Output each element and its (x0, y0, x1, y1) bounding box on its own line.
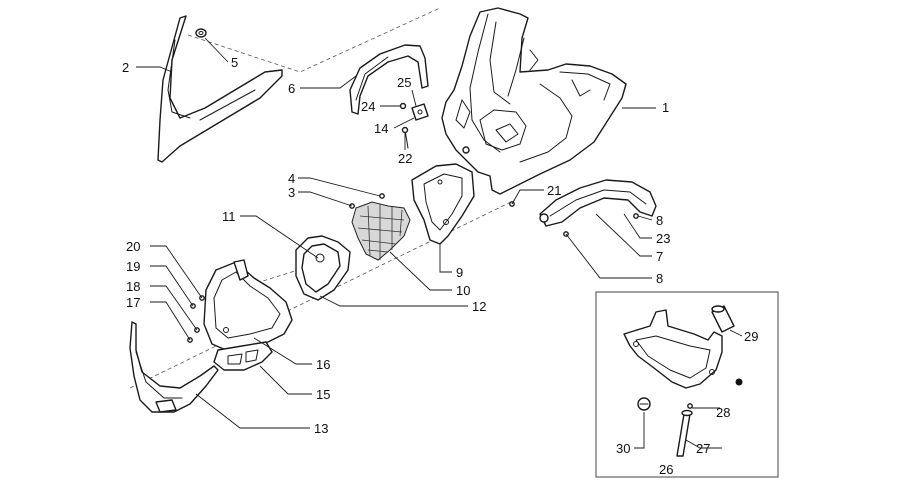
leader-lines (136, 37, 743, 449)
label-11: 11 (222, 209, 236, 224)
label-15: 15 (316, 387, 330, 402)
label-29: 29 (744, 329, 758, 344)
part-25-bracket (411, 103, 429, 121)
label-9: 9 (456, 265, 463, 280)
label-5: 5 (231, 55, 238, 70)
label-19: 19 (126, 259, 140, 274)
part-5-grommet (195, 28, 207, 38)
label-20: 20 (126, 239, 140, 254)
label-24: 24 (361, 99, 375, 114)
part-9-inner-panel (411, 163, 475, 245)
label-7: 7 (656, 249, 663, 264)
label-4: 4 (288, 171, 295, 186)
label-25: 25 (397, 75, 411, 90)
label-17: 17 (126, 295, 140, 310)
part-26-kit-box (595, 291, 779, 478)
part-24-screw (399, 102, 407, 110)
label-10: 10 (456, 283, 470, 298)
part-7-side-trim (539, 179, 657, 227)
part-number-labels: 2 5 6 25 24 14 22 1 21 4 3 11 20 19 18 1… (122, 55, 758, 477)
label-6: 6 (288, 81, 295, 96)
label-21: 21 (547, 183, 561, 198)
screws-17-20 (187, 295, 205, 343)
label-12: 12 (472, 299, 486, 314)
label-8b: 8 (656, 271, 663, 286)
label-23: 23 (656, 231, 670, 246)
label-3: 3 (288, 185, 295, 200)
part-1-front-shield (441, 7, 627, 195)
label-26: 26 (659, 462, 673, 477)
part-6-curved-trim (349, 44, 429, 115)
part-15-lower-cover (213, 341, 273, 371)
label-2: 2 (122, 60, 129, 75)
part-27-bolt (676, 409, 693, 457)
label-8a: 8 (656, 213, 663, 228)
label-16: 16 (316, 357, 330, 372)
part-12-gasket-frame (295, 235, 351, 301)
part-30-nut (637, 397, 651, 411)
label-28: 28 (716, 405, 730, 420)
label-27: 27 (696, 441, 710, 456)
label-13: 13 (314, 421, 328, 436)
label-1: 1 (662, 100, 669, 115)
part-13-front-spoiler (129, 321, 219, 413)
part-16-lower-inner-cowl (203, 259, 293, 351)
label-14: 14 (374, 121, 388, 136)
label-22: 22 (398, 151, 412, 166)
part-28-washer (687, 403, 693, 409)
reference-dot (735, 378, 743, 386)
part-2-windshield-trim (157, 15, 283, 163)
part-28-bracket (623, 309, 723, 389)
part-29-sleeve (711, 305, 735, 333)
label-18: 18 (126, 279, 140, 294)
part-10-mesh-grille (351, 201, 411, 261)
label-30: 30 (616, 441, 630, 456)
